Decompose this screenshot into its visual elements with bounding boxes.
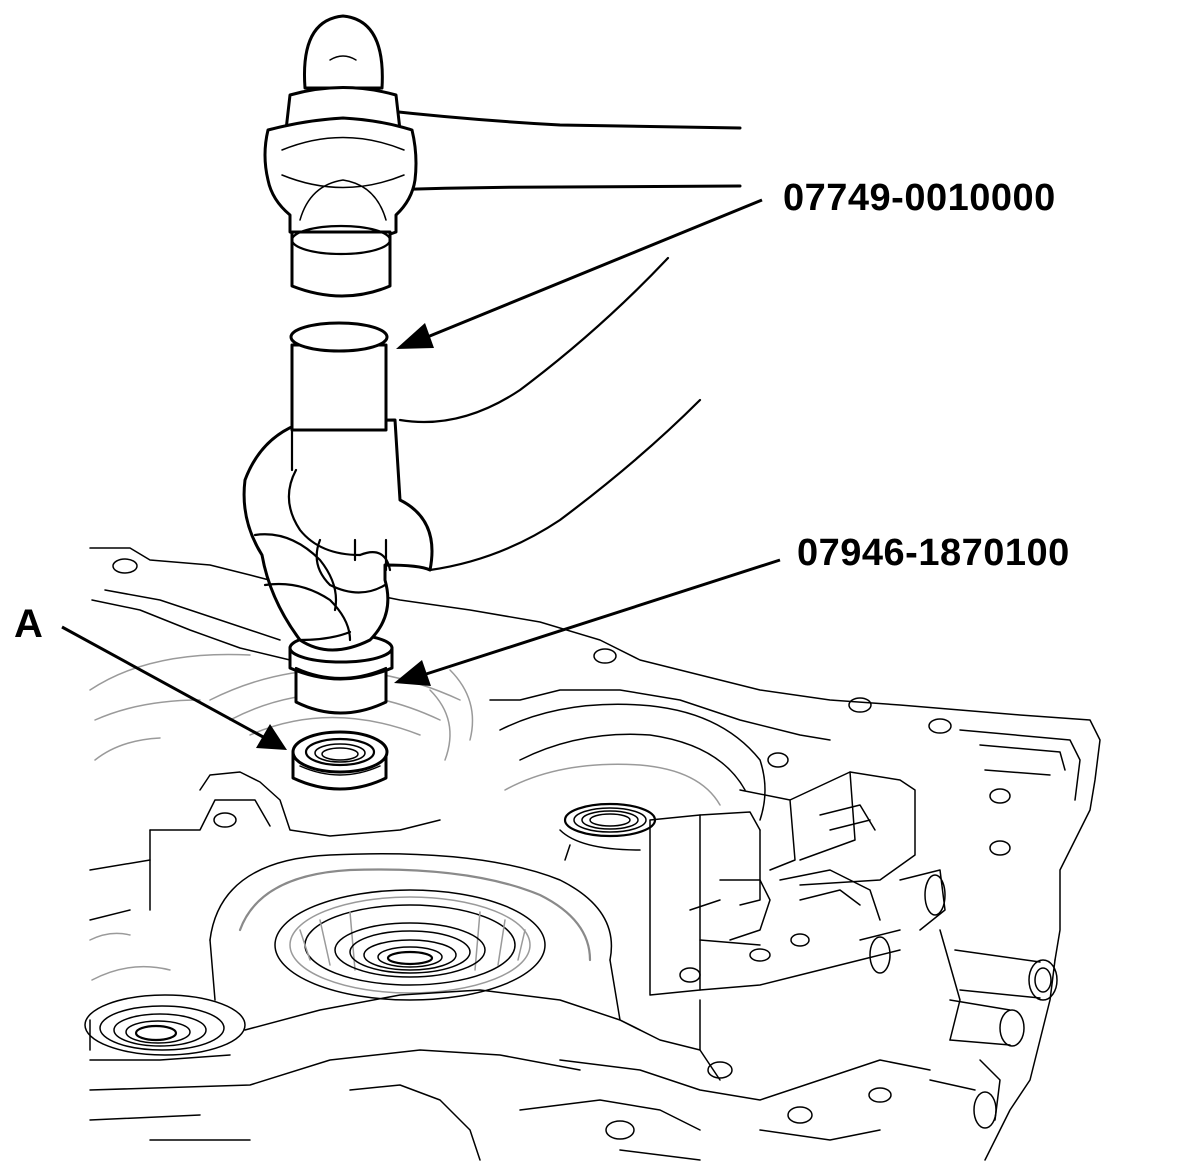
oil-seal-a <box>291 730 389 791</box>
leader-handle-driver <box>396 198 763 349</box>
label-handle-driver: 07749-0010000 <box>783 177 1056 219</box>
hammer <box>263 14 742 298</box>
label-part-a: A <box>14 602 43 646</box>
transmission-case <box>84 547 1101 1161</box>
leader-part-a <box>61 625 287 750</box>
handle-driver <box>289 321 389 572</box>
label-attachment: 07946-1870100 <box>797 532 1070 574</box>
leader-attachment <box>394 558 781 686</box>
hand <box>242 256 702 652</box>
